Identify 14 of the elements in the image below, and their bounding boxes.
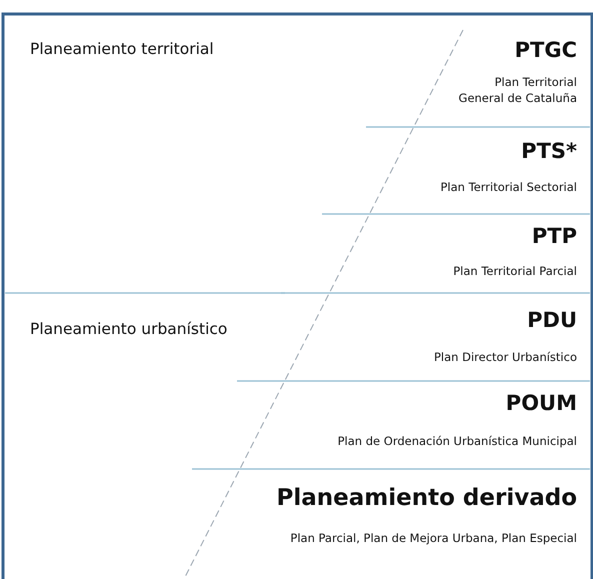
plan-name: Plan Territorial General de Cataluña: [458, 74, 577, 106]
plan-name: Plan Territorial Parcial: [453, 263, 577, 279]
plan-acronym: Planeamiento derivado: [276, 485, 577, 511]
plan-name: Plan Director Urbanístico: [434, 349, 577, 365]
plan-acronym: PDU: [527, 308, 577, 332]
plan-name: Plan Parcial, Plan de Mejora Urbana, Plan Especial: [290, 530, 577, 546]
plan-name: Plan de Ordenación Urbanística Municipal: [338, 433, 577, 449]
section-label: Planeamiento urbanístico: [30, 320, 228, 338]
section-label: Planeamiento territorial: [30, 40, 214, 58]
plan-acronym: POUM: [506, 391, 577, 415]
plan-name: Plan Territorial Sectorial: [440, 179, 577, 195]
plan-acronym: PTGC: [514, 38, 577, 62]
plan-acronym: PTS*: [521, 139, 577, 163]
plan-acronym: PTP: [532, 224, 577, 248]
